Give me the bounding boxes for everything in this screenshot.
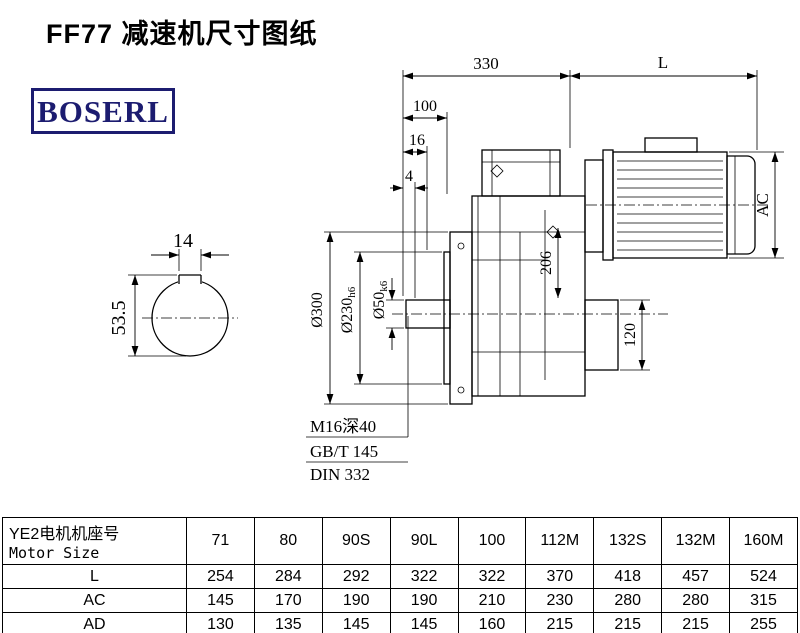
table-cell: 370 [525,564,595,589]
table-header-cell: YE2电机机座号 Motor Size [2,517,187,565]
motor-size-col: 90S [321,517,391,565]
table-cell: 284 [253,564,323,589]
table-cell: 130 [186,612,255,633]
table-cell: 210 [457,588,527,613]
dim-100-label: 100 [413,98,437,115]
table-header-row: YE2电机机座号 Motor Size 71 80 90S 90L 100 11… [2,517,798,565]
motor-size-col: 100 [457,517,527,565]
table-cell: 135 [253,612,323,633]
dim-dia230-main: Ø230 [339,298,356,334]
dim-330-label: 330 [473,54,499,73]
table-cell: 145 [186,588,255,613]
dim-16-label: 16 [409,132,425,149]
table-cell: 457 [661,564,730,589]
dim-dia230-label: Ø230h6 [339,286,358,333]
dim-section-height-label: 53.5 [108,301,130,336]
motor-size-col: 132S [593,517,663,565]
table-cell: 524 [729,564,798,589]
fan-cover [726,155,756,255]
table-row-L: L 254 284 292 322 322 370 418 457 524 [2,564,798,589]
reducer-side-view [392,137,768,405]
table-cell: 190 [389,588,459,613]
table-cell: 280 [593,588,663,613]
dimensions: 330 L 100 16 4 AC 206 [306,53,784,484]
note-standard-din: DIN 332 [310,465,370,484]
brand-logo-text: BOSERL [37,93,169,129]
dim-L-label: L [658,53,668,72]
dim-120-label: 120 [622,323,639,347]
table-cell: 160 [457,612,527,633]
dim-AC-label: AC [753,193,772,217]
note-thread: M16深40 [310,417,376,436]
table-cell: 418 [593,564,663,589]
table-cell: 254 [186,564,255,589]
table-cell: 315 [729,588,798,613]
motor-size-col: 90L [389,517,459,565]
motor-size-col: 80 [253,517,323,565]
motor-size-col: 160M [729,517,798,565]
table-cell: 322 [389,564,459,589]
eyebolt-mark-icon [490,164,504,178]
motor-size-col: 112M [525,517,595,565]
row-label: L [2,564,187,589]
table-cell: 322 [457,564,527,589]
row-label: AD [2,612,187,633]
motor-size-col: 132M [661,517,730,565]
row-label: AC [2,588,187,613]
note-standard-gbt: GB/T 145 [310,442,378,461]
table-cell: 145 [321,612,391,633]
motor-size-col: 71 [186,517,255,565]
dim-dia50-tol: k6 [378,280,390,292]
table-cell: 255 [729,612,798,633]
table-cell: 215 [525,612,595,633]
table-cell: 292 [321,564,391,589]
terminal-box [644,137,698,153]
table-row-AD: AD 130 135 145 145 160 215 215 215 255 [2,612,798,633]
technical-drawing: 14 53.5 [108,53,784,484]
dim-206-label: 206 [538,251,555,275]
table-header-en: Motor Size [9,544,100,562]
table-cell: 215 [661,612,730,633]
table-cell: 170 [253,588,323,613]
dim-dia50-main: Ø50 [371,292,388,320]
dim-keyway-width-label: 14 [173,230,193,252]
table-cell: 280 [661,588,730,613]
page-title: FF77 减速机尺寸图纸 [46,19,318,49]
table-cell: 145 [389,612,459,633]
dim-dia230-tol: h6 [346,286,358,298]
brand-logo: BOSERL [31,88,175,134]
table-header-cn: YE2电机机座号 [9,526,120,543]
dim-dia50-label: Ø50k6 [371,280,390,319]
dim-4-label: 4 [405,168,413,185]
motor-size-table: YE2电机机座号 Motor Size 71 80 90S 90L 100 11… [2,517,798,633]
dim-dia300-label: Ø300 [309,292,326,328]
table-cell: 190 [321,588,391,613]
table-row-AC: AC 145 170 190 190 210 230 280 280 315 [2,588,798,613]
table-cell: 215 [593,612,663,633]
table-cell: 230 [525,588,595,613]
shaft-section-view: 14 53.5 [108,230,238,357]
